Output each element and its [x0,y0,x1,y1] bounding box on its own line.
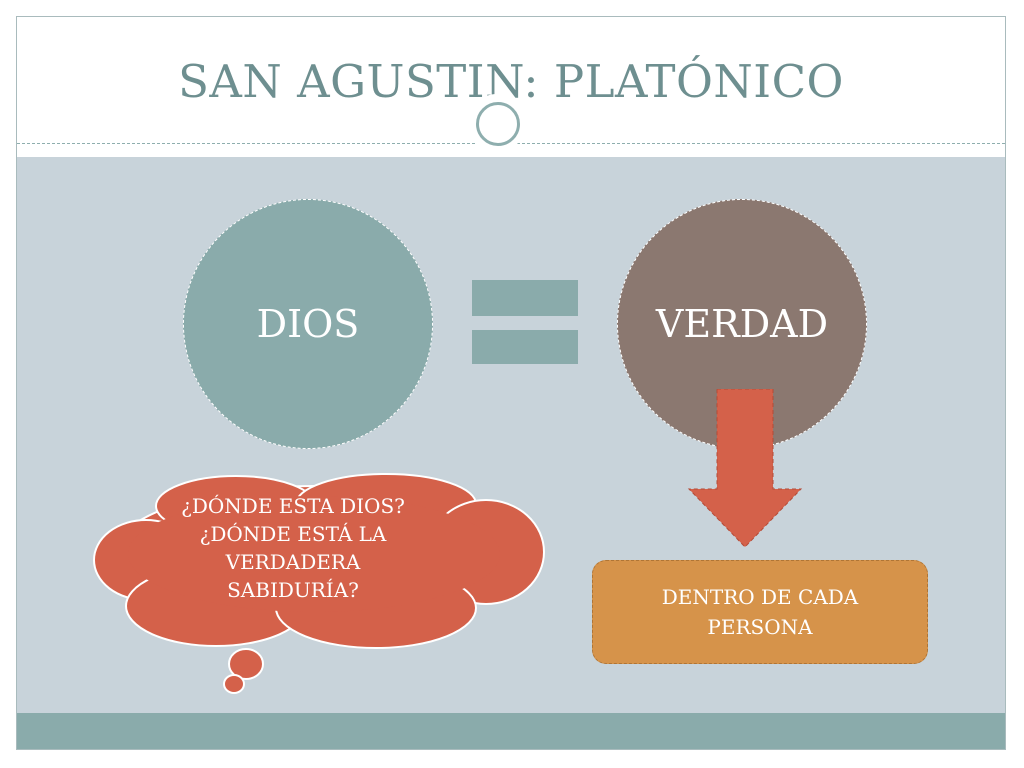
verdad-label: VERDAD [655,302,829,346]
down-arrow-icon [687,389,803,548]
question-line-3: VERDADERA [225,550,361,574]
question-line-4: SABIDURÍA? [227,578,359,602]
result-box: DENTRO DE CADA PERSONA [592,560,928,664]
thought-cloud [93,473,545,694]
question-line-2: ¿DÓNDE ESTÁ LA [199,522,387,546]
footer-bar [17,713,1005,749]
equals-top-bar [472,280,578,316]
dios-label: DIOS [256,302,360,346]
result-text: DENTRO DE CADA PERSONA [661,585,859,639]
cloud-question: ¿DÓNDE ESTA DIOS? ¿DÓNDE ESTÁ LA VERDADE… [148,492,438,604]
dios-circle: DIOS [183,199,433,449]
question-line-1: ¿DÓNDE ESTA DIOS? [181,494,405,518]
ring-ornament-icon [468,94,526,152]
equals-bottom-bar [472,330,578,364]
ring-inner [476,102,520,146]
